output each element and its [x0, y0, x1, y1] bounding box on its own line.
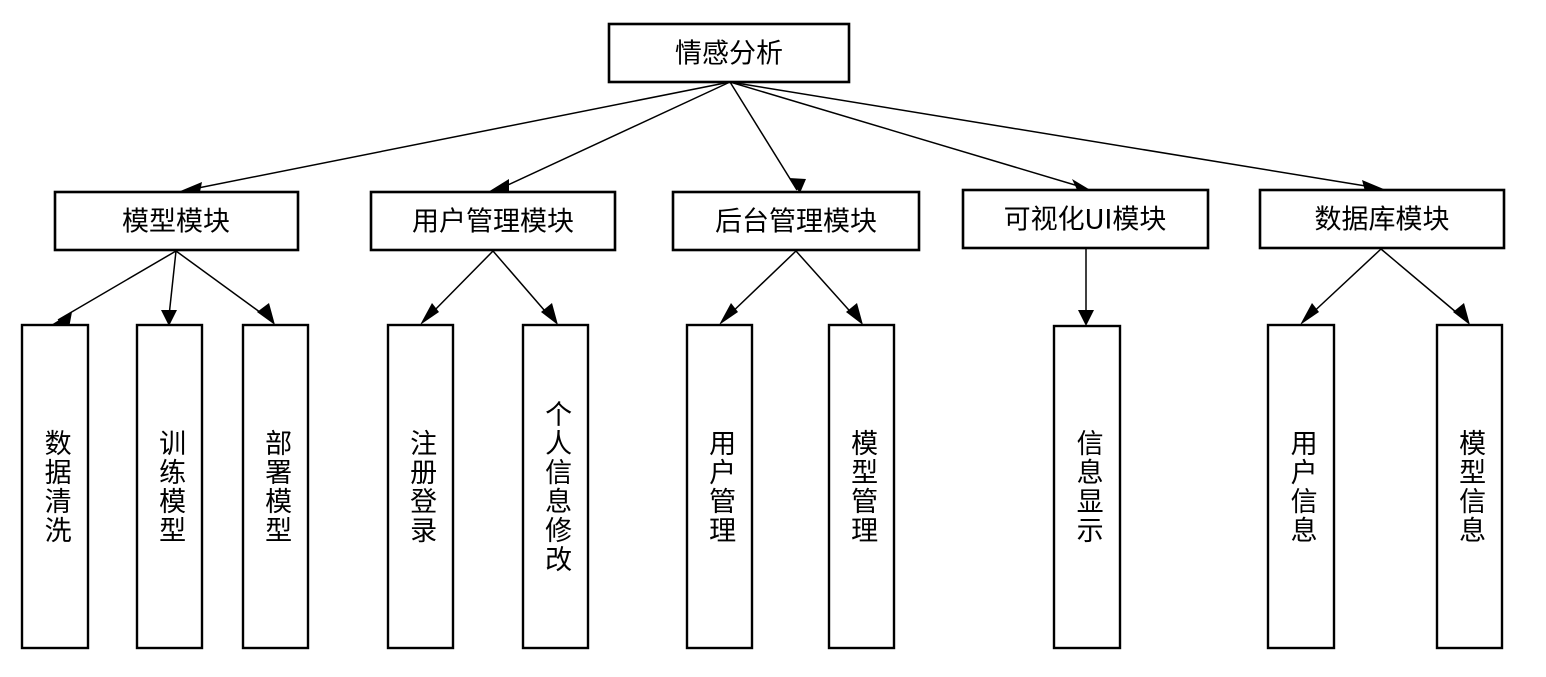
root-label: 情感分析 — [675, 39, 783, 70]
node-module-0[interactable]: 模型模块 — [53, 190, 300, 252]
edges-root-to-modules — [178, 81, 1386, 197]
leaf-box-用户管理[interactable] — [685, 323, 754, 650]
node-module-2[interactable]: 后台管理模块 — [671, 190, 921, 252]
leaf-box-训练模型[interactable] — [135, 323, 204, 650]
edges-module-0-to-leaves — [51, 250, 275, 328]
node-root[interactable]: 情感分析 — [607, 22, 851, 84]
leaf-box-信息显示[interactable] — [1052, 324, 1122, 650]
leaf-box-个人信息修改[interactable] — [521, 323, 590, 650]
node-module-3[interactable]: 可视化UI模块 — [961, 188, 1210, 250]
arrowhead-module-0-leaf-2 — [257, 303, 275, 325]
leaf-boxes — [20, 323, 1504, 650]
edge-module-4-leaf-0 — [1306, 248, 1382, 319]
edge-module-4-leaf-1 — [1380, 248, 1464, 319]
node-module-4[interactable]: 数据库模块 — [1258, 188, 1506, 250]
edges-module-4-to-leaves — [1300, 248, 1470, 325]
leaf-box-模型管理[interactable] — [827, 323, 896, 650]
arrowhead-module-2-leaf-0 — [719, 303, 738, 325]
module-3-box[interactable] — [961, 188, 1210, 250]
module-4-box[interactable] — [1258, 188, 1506, 250]
edge-root-to-module-2 — [729, 81, 798, 191]
arrowhead-module-1-leaf-1 — [541, 303, 558, 325]
arrowhead-module-4-leaf-0 — [1300, 303, 1319, 325]
module-0-box[interactable] — [53, 190, 300, 252]
arrowhead-root-to-module-2 — [789, 178, 806, 193]
edge-root-to-module-0 — [187, 81, 731, 191]
module-2-box[interactable] — [671, 190, 921, 252]
leaf-box-注册登录[interactable] — [386, 323, 455, 650]
edge-module-1-leaf-1 — [492, 250, 552, 319]
arrowhead-module-1-leaf-0 — [420, 303, 439, 325]
module-1-box[interactable] — [369, 190, 617, 252]
root-box[interactable] — [607, 22, 851, 84]
module-4-label: 数据库模块 — [1315, 205, 1450, 236]
leaf-box-用户信息[interactable] — [1266, 323, 1336, 650]
edges-module-1-to-leaves — [420, 250, 558, 325]
edge-module-2-leaf-0 — [725, 250, 797, 319]
edge-module-0-leaf-1 — [168, 250, 177, 317]
leaf-box-部署模型[interactable] — [241, 323, 310, 650]
module-1-label: 用户管理模块 — [412, 207, 574, 238]
leaf-box-数据清洗[interactable] — [20, 323, 90, 650]
arrowhead-module-0-leaf-1 — [161, 310, 177, 326]
module-3-label: 可视化UI模块 — [1004, 205, 1167, 236]
edge-root-to-module-3 — [729, 81, 1086, 189]
edge-module-1-leaf-0 — [426, 250, 494, 319]
module-0-label: 模型模块 — [122, 207, 230, 238]
module-2-label: 后台管理模块 — [715, 207, 877, 238]
leaf-box-模型信息[interactable] — [1435, 323, 1504, 650]
node-module-1[interactable]: 用户管理模块 — [369, 190, 617, 252]
edge-root-to-module-1 — [496, 81, 731, 191]
arrowhead-module-4-leaf-1 — [1453, 303, 1470, 325]
edges-module-2-to-leaves — [719, 250, 863, 325]
edge-root-to-module-4 — [729, 81, 1379, 189]
edge-module-0-leaf-2 — [175, 250, 269, 319]
arrowhead-module-3-leaf-0 — [1078, 310, 1094, 326]
arrowhead-module-2-leaf-1 — [846, 303, 863, 325]
edge-module-2-leaf-1 — [795, 250, 857, 319]
edge-module-0-leaf-0 — [57, 250, 177, 321]
edges-module-3-to-leaves — [1078, 249, 1094, 326]
